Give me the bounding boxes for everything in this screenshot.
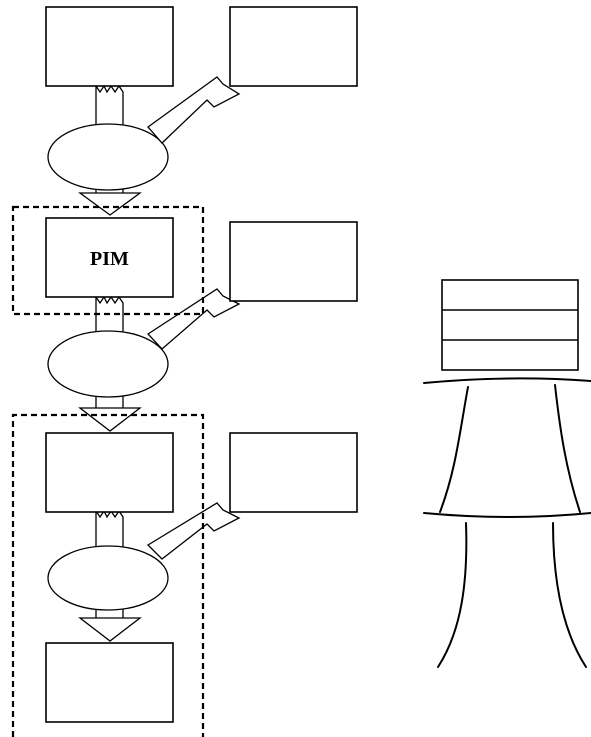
ellipse-2	[48, 331, 168, 397]
stand-lower-right-leg	[553, 523, 586, 667]
arrow-head-3	[80, 618, 140, 641]
arrow-head-1	[80, 193, 140, 215]
model-box-6	[230, 433, 357, 512]
ellipse-1	[48, 124, 168, 190]
model-box-2	[230, 7, 357, 86]
stand-middle-plate	[424, 513, 591, 517]
stand-upper-left-leg	[440, 387, 468, 512]
pim-label: PIM	[90, 248, 129, 270]
model-box-4	[230, 222, 357, 301]
transformation-step-2	[48, 289, 239, 431]
input-arrow-1	[148, 77, 239, 143]
transformation-step-1	[48, 77, 239, 215]
stand-upper-right-leg	[555, 385, 580, 512]
model-box-1	[46, 7, 173, 86]
stand-top-plate	[424, 378, 591, 383]
model-box-5	[46, 433, 173, 512]
transformation-step-3	[48, 503, 239, 641]
stand-figure	[424, 280, 591, 667]
stacked-table	[442, 280, 578, 370]
input-arrow-2	[148, 289, 239, 349]
ellipse-3	[48, 546, 168, 610]
model-box-7	[46, 643, 173, 722]
stand-lower-left-leg	[438, 523, 466, 667]
arrow-head-2	[80, 408, 140, 431]
